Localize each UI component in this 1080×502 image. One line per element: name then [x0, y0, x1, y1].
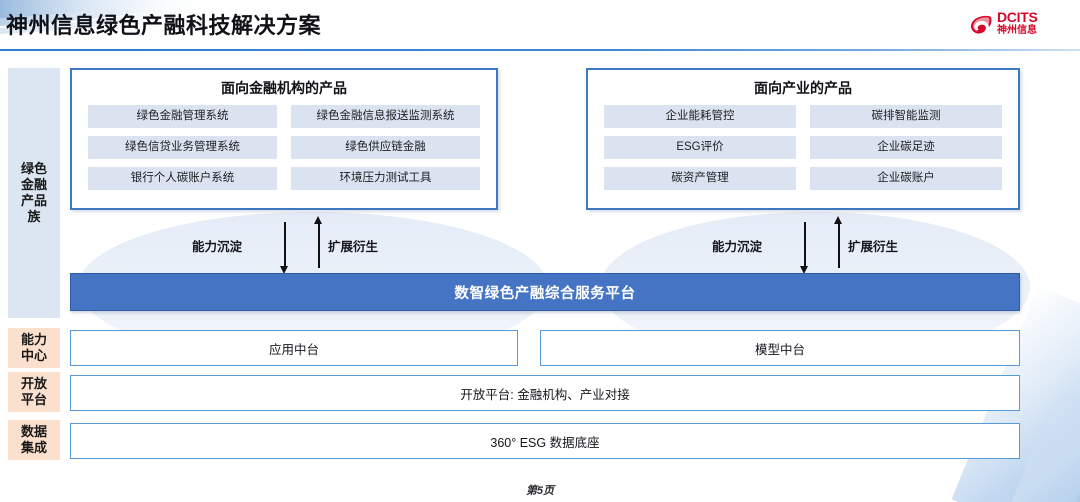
layer-box-application-middle-platform[interactable]: 应用中台 [70, 330, 518, 366]
panel-industry-products: 面向产业的产品 企业能耗管控 碳排智能监测 ESG评价 企业碳足迹 碳资产管理 … [586, 68, 1020, 210]
product-item[interactable]: 企业能耗管控 [604, 105, 796, 128]
arrow-down-icon [284, 222, 286, 268]
sidebar-label-line: 开放 [20, 376, 47, 391]
platform-banner-label: 数智绿色产融综合服务平台 [454, 285, 636, 302]
logo-text-en: DCITS [997, 9, 1038, 25]
panel-financial-institution-products: 面向金融机构的产品 绿色金融管理系统 绿色金融信息报送监测系统 绿色信贷业务管理… [70, 68, 498, 210]
sidebar-label-line: 数据 [20, 424, 47, 439]
platform-banner[interactable]: 数智绿色产融综合服务平台 [70, 273, 1020, 311]
layer-box-label: 应用中台 [268, 342, 319, 357]
arrow-up-icon [838, 222, 840, 268]
brand-logo: DCITS 神州信息 [968, 9, 1072, 43]
sidebar-item-ability-center: 能力 中心 [8, 328, 60, 368]
header-divider [0, 49, 1080, 51]
sidebar-label-line: 中心 [20, 348, 47, 363]
arrow-group-left: 能力沉淀 扩展衍生 [180, 216, 420, 274]
layer-box-model-middle-platform[interactable]: 模型中台 [540, 330, 1020, 366]
product-item[interactable]: 绿色金融信息报送监测系统 [291, 105, 480, 128]
page-title: 神州信息绿色产融科技解决方案 [6, 13, 322, 38]
arrow-group-right: 能力沉淀 扩展衍生 [700, 216, 940, 274]
sidebar-item-open-platform: 开放 平台 [8, 372, 60, 412]
slide-header: 神州信息绿色产融科技解决方案 DCITS 神州信息 [0, 0, 1080, 51]
layer-box-data-foundation[interactable]: 360° ESG 数据底座 [70, 423, 1020, 459]
product-item[interactable]: 银行个人碳账户系统 [88, 167, 277, 190]
product-item[interactable]: 企业碳足迹 [810, 136, 1002, 159]
panel-title: 面向金融机构的产品 [221, 80, 347, 96]
product-item[interactable]: 碳排智能监测 [810, 105, 1002, 128]
layer-box-label: 模型中台 [754, 342, 805, 357]
panel-title: 面向产业的产品 [754, 80, 852, 96]
sidebar-label-line: 金融 [20, 177, 47, 192]
sidebar-label-line: 集成 [20, 440, 47, 455]
dcits-swirl-icon [968, 12, 994, 38]
product-item[interactable]: 碳资产管理 [604, 167, 796, 190]
sidebar-label-line: 平台 [20, 392, 47, 407]
panel-product-grid: 绿色金融管理系统 绿色金融信息报送监测系统 绿色信贷业务管理系统 绿色供应链金融… [72, 105, 496, 200]
sidebar-item-data-integration: 数据 集成 [8, 420, 60, 460]
product-item[interactable]: 环境压力测试工具 [291, 167, 480, 190]
layer-box-label: 360° ESG 数据底座 [490, 435, 600, 450]
product-item[interactable]: 绿色金融管理系统 [88, 105, 277, 128]
arrow-up-icon [318, 222, 320, 268]
layer-box-label: 开放平台: 金融机构、产业对接 [460, 387, 630, 402]
arrow-up-icon-head [314, 216, 322, 224]
arrow-down-icon [804, 222, 806, 268]
sidebar-label-line: 能力 [20, 332, 47, 347]
arrow-label-capability-precipitation: 能力沉淀 [192, 240, 243, 254]
product-item[interactable]: 绿色信贷业务管理系统 [88, 136, 277, 159]
logo-text-cn: 神州信息 [997, 25, 1037, 36]
layer-box-open-platform[interactable]: 开放平台: 金融机构、产业对接 [70, 375, 1020, 411]
arrow-down-icon-head [280, 266, 288, 274]
arrow-label-expansion-derivation: 扩展衍生 [328, 240, 379, 254]
page-number: 第5页 [525, 485, 555, 497]
product-item[interactable]: 绿色供应链金融 [291, 136, 480, 159]
product-item[interactable]: ESG评价 [604, 136, 796, 159]
panel-product-grid: 企业能耗管控 碳排智能监测 ESG评价 企业碳足迹 碳资产管理 企业碳账户 [588, 105, 1018, 200]
sidebar-label-line: 绿色 [20, 161, 47, 176]
arrow-label-capability-precipitation: 能力沉淀 [712, 240, 763, 254]
arrow-up-icon-head [834, 216, 842, 224]
sidebar-label-line: 族 [27, 209, 41, 224]
arrow-down-icon-head [800, 266, 808, 274]
arrow-label-expansion-derivation: 扩展衍生 [848, 240, 899, 254]
sidebar-item-green-finance-products: 绿色 金融 产品 族 [8, 68, 60, 318]
sidebar-label-line: 产品 [20, 193, 47, 208]
logo-wordmark: DCITS 神州信息 [997, 10, 1071, 37]
product-item[interactable]: 企业碳账户 [810, 167, 1002, 190]
